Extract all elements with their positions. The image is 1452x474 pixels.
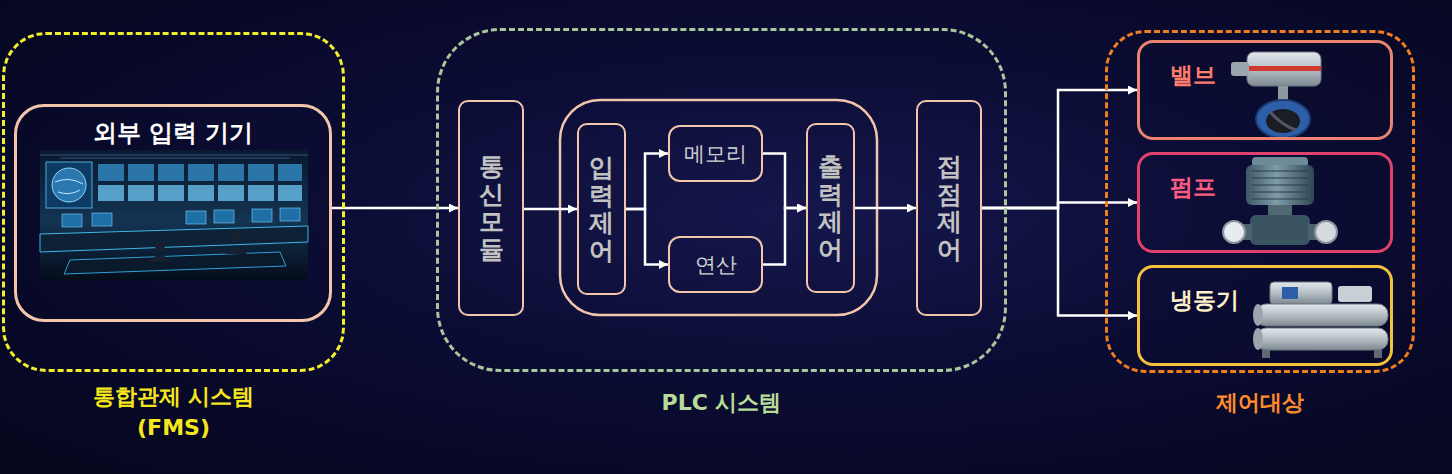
box-label: 접점제어: [937, 153, 962, 263]
group-heading: PLC 시스템: [612, 388, 832, 419]
input-device-box: 외부 입력 기기: [14, 104, 332, 322]
process-box: 출력제어: [806, 123, 855, 293]
arrow-connector: [524, 208, 577, 211]
valve-picture: [1231, 52, 1321, 138]
arrow-connector: [332, 207, 458, 210]
control-room-picture: [40, 150, 308, 280]
group-region: PLC 시스템통신모듈입력제어메모리연산출력제어접점제어: [436, 28, 1007, 372]
process-box: 연산: [668, 236, 763, 293]
arrow-connector: [763, 208, 806, 265]
box-label: 출력제어: [818, 153, 843, 263]
arrow-connector: [626, 154, 668, 210]
arrow-connector: [626, 209, 668, 265]
box-label: 밸브: [1170, 60, 1216, 91]
arrow-connector: [855, 207, 916, 210]
box-label: 냉동기: [1170, 285, 1239, 316]
box-label: 외부 입력 기기: [93, 117, 254, 149]
target-box: 펌프: [1137, 152, 1393, 253]
process-box: 입력제어: [577, 123, 626, 295]
box-label: 펌프: [1170, 172, 1216, 203]
chiller-picture: [1253, 282, 1388, 358]
target-box: 밸브: [1137, 40, 1393, 140]
process-box: 접점제어: [916, 100, 982, 316]
process-box: 통신모듈: [458, 100, 524, 316]
group-region: 통합관제 시스템 (FMS)외부 입력 기기: [2, 32, 345, 372]
box-label: 메모리: [684, 140, 747, 168]
group-heading: 제어대상: [1160, 388, 1360, 419]
pump-picture: [1223, 157, 1337, 245]
target-box: 냉동기: [1137, 265, 1393, 366]
box-label: 통신모듈: [479, 153, 504, 263]
group-region: 제어대상밸브펌프냉동기: [1105, 30, 1415, 373]
box-label: 연산: [695, 251, 737, 279]
arrow-connector: [763, 154, 806, 209]
group-heading: 통합관제 시스템 (FMS): [74, 382, 274, 444]
box-label: 입력제어: [589, 154, 614, 264]
inner-plc-frame: [560, 100, 877, 315]
process-box: 메모리: [668, 125, 763, 182]
